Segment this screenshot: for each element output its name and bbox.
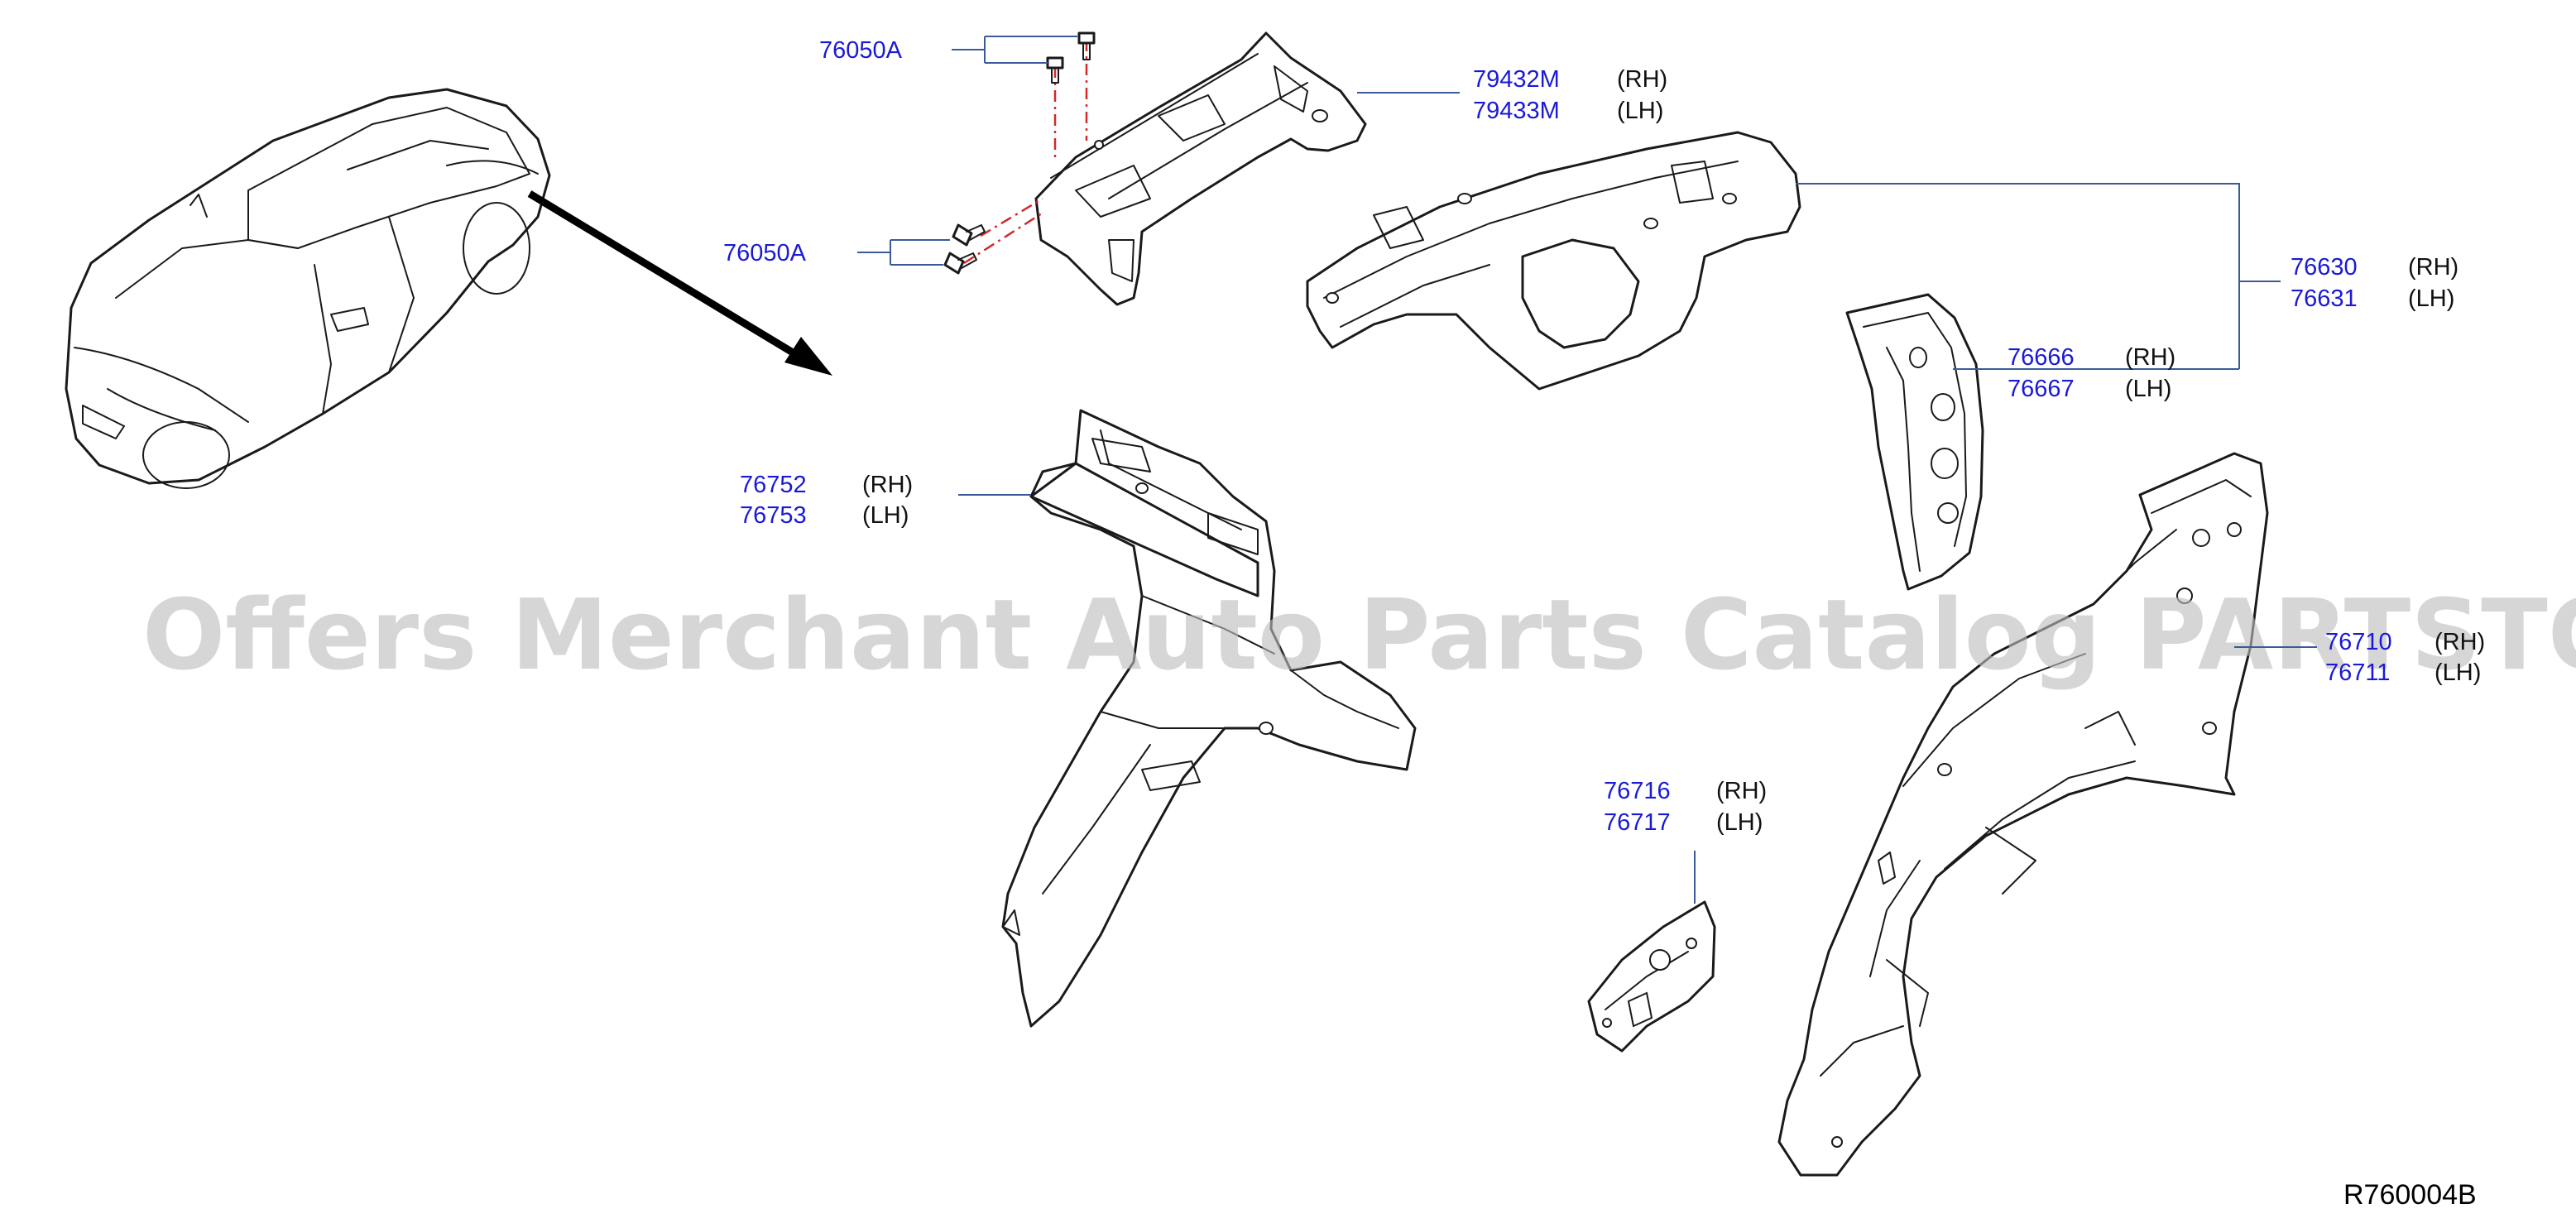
callout-part-number[interactable]: 76752: [740, 472, 807, 498]
callout-side-label: (RH): [1617, 66, 1667, 93]
callout-part-number[interactable]: 76753: [740, 502, 807, 529]
diagram-reference-code: R760004B: [2343, 1179, 2477, 1211]
part-76752-wheelhouse-drawing: [1001, 409, 1417, 1028]
callout-side-label: (LH): [1617, 98, 1663, 124]
callout-part-number[interactable]: 76717: [1604, 809, 1671, 836]
callout-part-number[interactable]: 76050A: [819, 37, 903, 64]
callout-side-label: (LH): [2408, 285, 2454, 312]
callout-side-label: (RH): [2125, 344, 2175, 371]
callout-side-label: (LH): [862, 502, 909, 529]
part-76666-pillar-drawing: [1845, 293, 1984, 591]
callout-side-label: (LH): [2125, 376, 2171, 402]
vehicle-overview-drawing: [65, 88, 551, 489]
leader-lines: [857, 36, 2317, 904]
callout-labels: 76050A 76050A 79432M (RH) 79433M (LH) 76…: [723, 37, 2485, 836]
callout-part-number[interactable]: 76631: [2291, 285, 2358, 312]
callout-part-number[interactable]: 79432M: [1473, 66, 1560, 93]
callout-side-label: (RH): [1716, 778, 1767, 804]
callout-side-label: (RH): [2408, 254, 2458, 281]
callout-part-number[interactable]: 76666: [2008, 344, 2075, 371]
callout-side-label: (LH): [2434, 660, 2481, 686]
callout-part-number[interactable]: 76711: [2325, 660, 2391, 686]
direction-arrow: [527, 190, 832, 376]
part-76710-inner-panel-drawing: [1777, 452, 2269, 1177]
part-76630-panel-drawing: [1306, 131, 1801, 391]
part-79432m-bracket-drawing: [1034, 31, 1367, 306]
callout-side-label: (RH): [2434, 629, 2485, 655]
bolt-icons-76050a: [943, 31, 1096, 275]
callout-part-number[interactable]: 76050A: [723, 240, 807, 266]
callout-side-label: (RH): [862, 472, 913, 498]
callout-part-number[interactable]: 76716: [1604, 778, 1671, 804]
callout-side-label: (LH): [1716, 809, 1763, 836]
watermark-text: Offers Merchant Auto Parts Catalog PARTS…: [142, 578, 2576, 692]
callout-part-number[interactable]: 79433M: [1473, 98, 1560, 124]
callout-part-number[interactable]: 76710: [2325, 629, 2392, 655]
callout-part-number[interactable]: 76630: [2291, 254, 2358, 281]
callout-part-number[interactable]: 76667: [2008, 376, 2075, 402]
part-76716-bracket-drawing: [1587, 900, 1716, 1053]
